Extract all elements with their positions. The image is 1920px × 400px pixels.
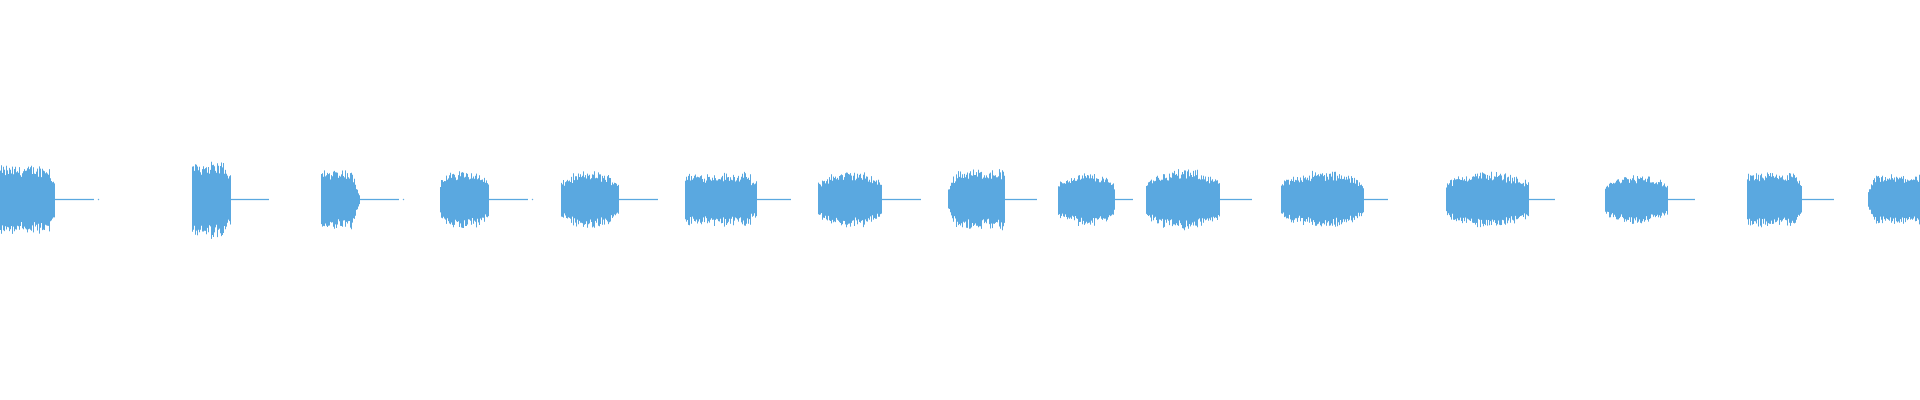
waveform-samples bbox=[0, 161, 1920, 239]
waveform-burst bbox=[948, 169, 1005, 231]
waveform-burst bbox=[1058, 173, 1115, 226]
waveform-burst bbox=[1747, 172, 1802, 228]
waveform-burst bbox=[1446, 171, 1529, 228]
waveform-burst bbox=[561, 171, 619, 228]
waveform-burst bbox=[818, 172, 882, 228]
waveform-noise-dot bbox=[402, 198, 405, 201]
waveform-burst bbox=[1605, 175, 1668, 224]
waveform-burst bbox=[685, 171, 757, 227]
waveform-noise-dot bbox=[97, 198, 100, 201]
waveform-burst bbox=[1868, 174, 1920, 225]
waveform-burst bbox=[0, 165, 55, 234]
waveform-burst bbox=[1146, 169, 1220, 231]
waveform-burst bbox=[1281, 170, 1364, 227]
waveform-burst bbox=[321, 170, 360, 230]
waveform-burst bbox=[440, 171, 489, 228]
waveform-noise-dot bbox=[531, 198, 534, 201]
waveform-burst bbox=[192, 161, 231, 239]
